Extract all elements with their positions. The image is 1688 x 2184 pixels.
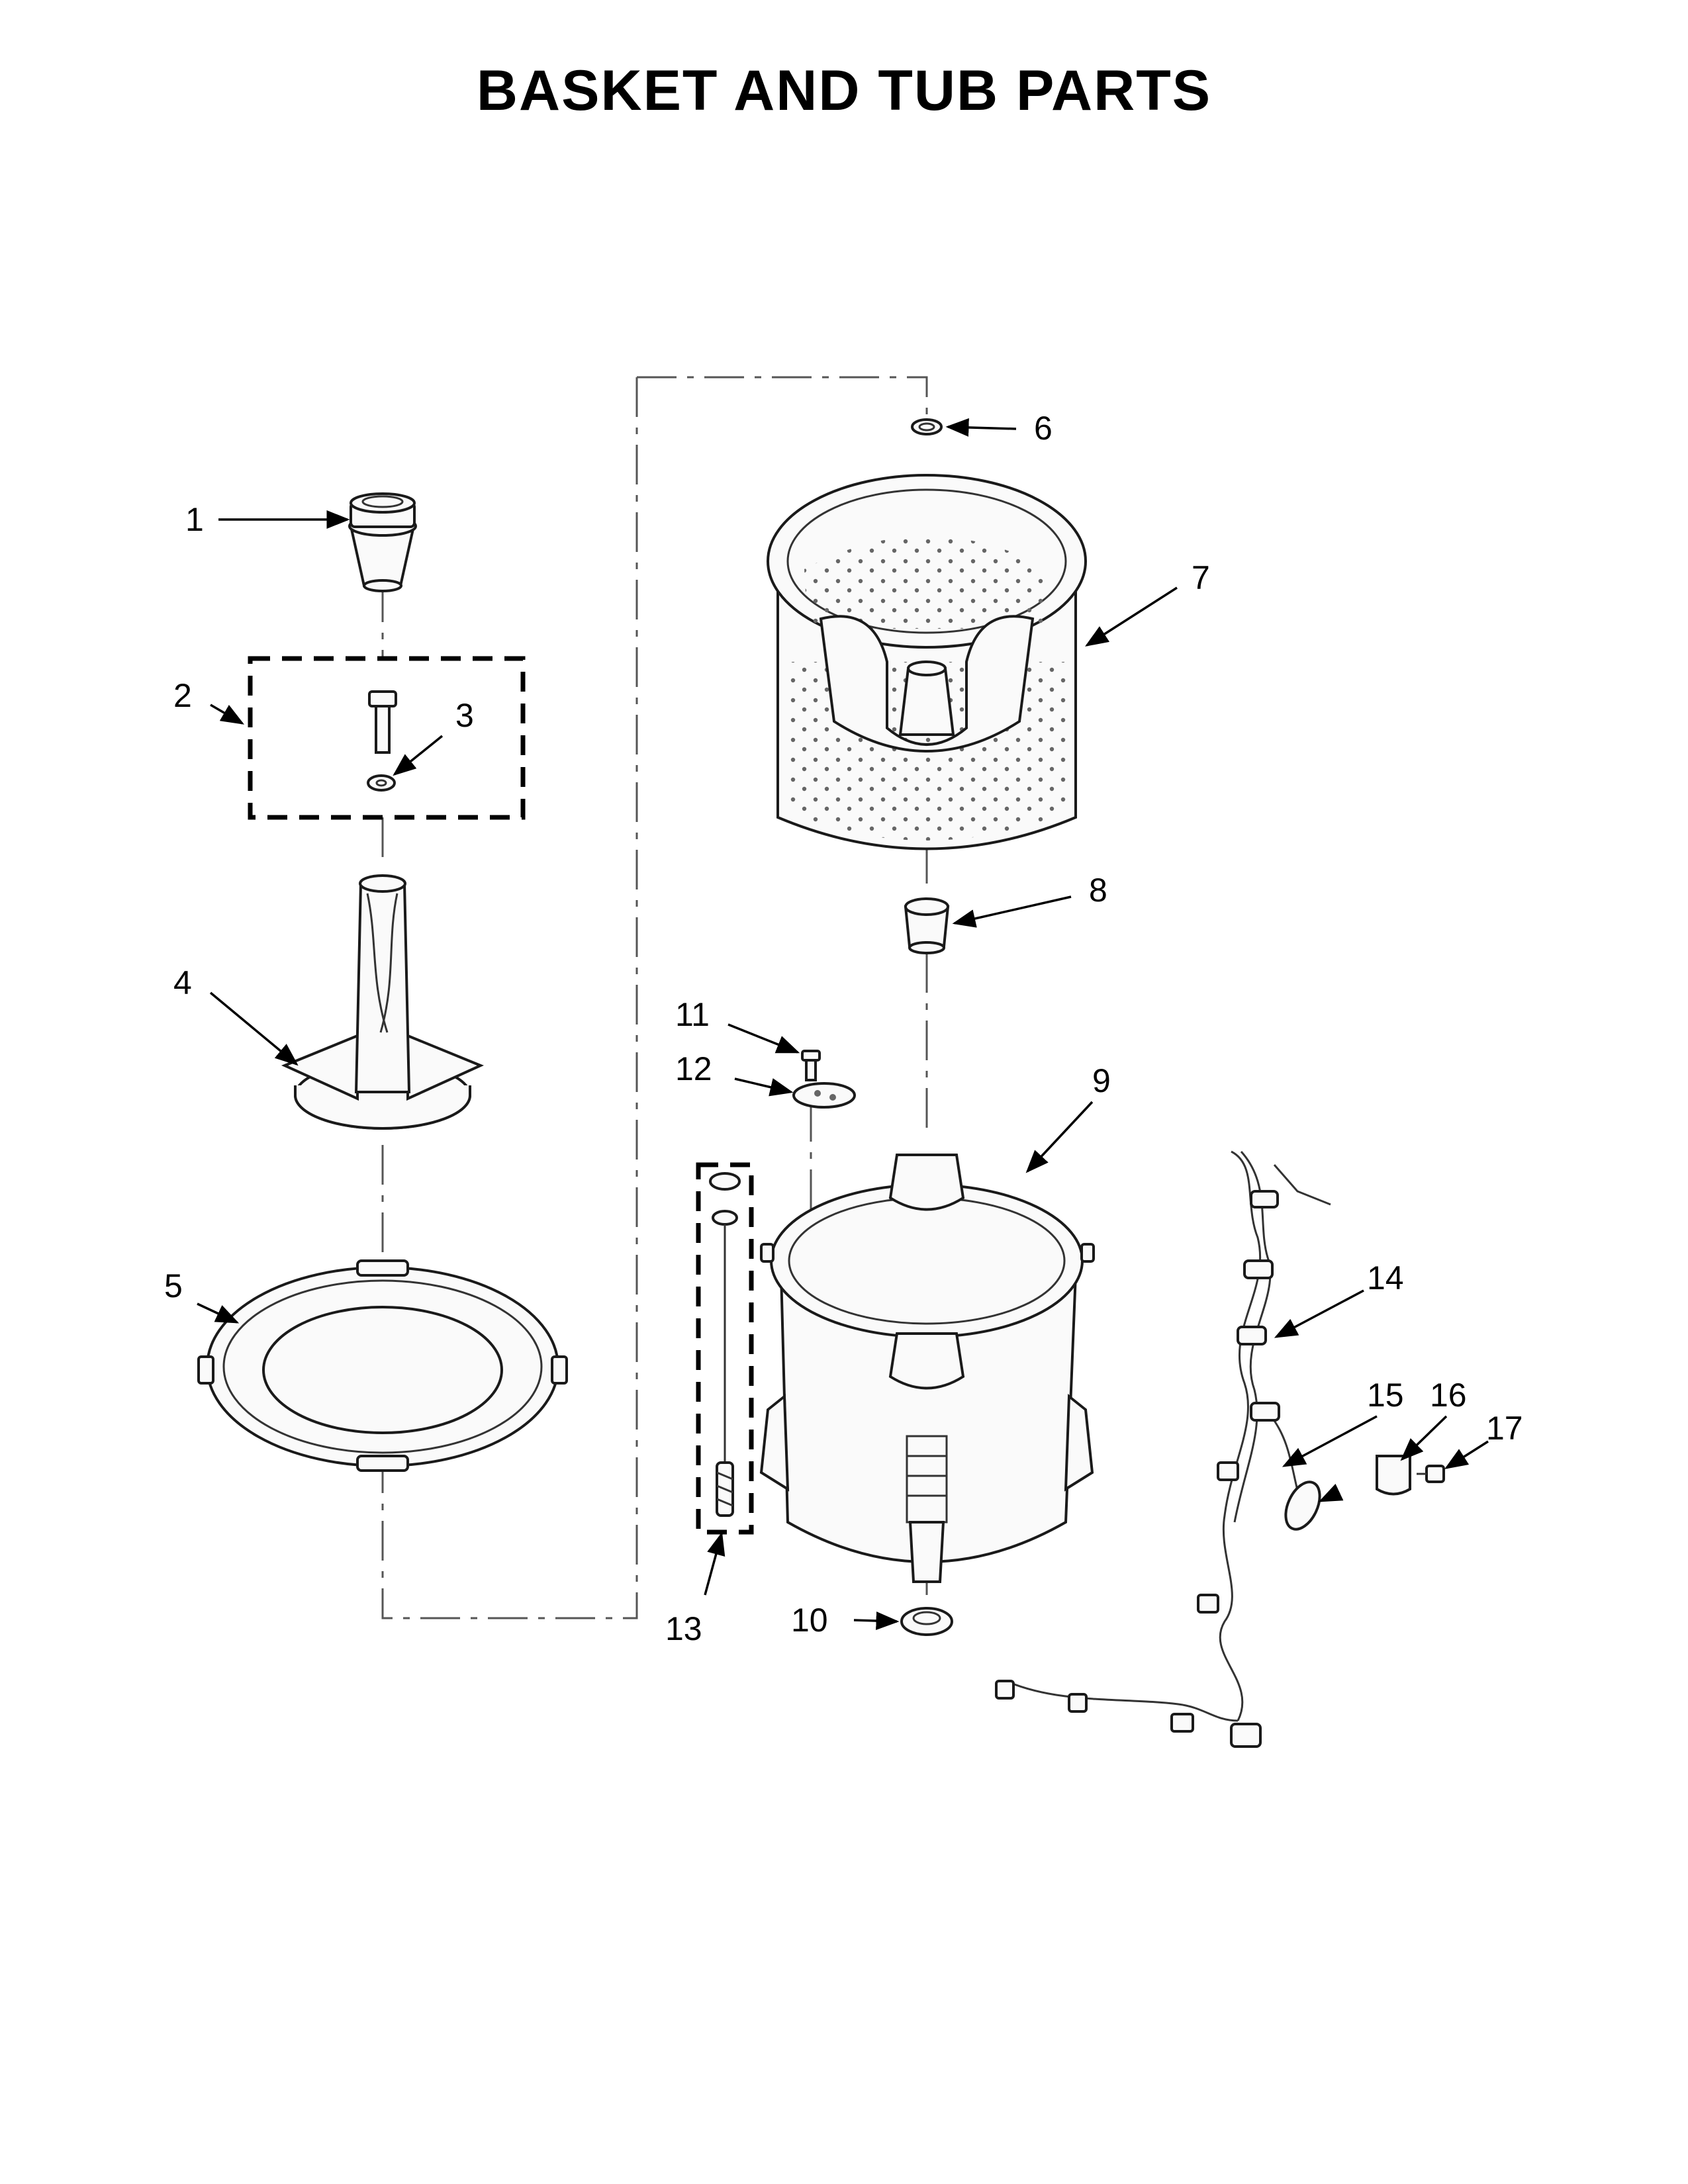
wire-harness-part	[995, 1150, 1331, 1748]
callout-5: 5	[164, 1267, 183, 1304]
bolt-and-washer-part	[367, 690, 397, 792]
callout-12: 12	[675, 1050, 712, 1087]
callout-7: 7	[1192, 559, 1210, 596]
callout-2: 2	[173, 677, 192, 714]
callout-15: 15	[1367, 1377, 1404, 1414]
outer-tub-part	[759, 1154, 1095, 1583]
callout-4: 4	[173, 964, 192, 1001]
callout-9: 9	[1092, 1062, 1111, 1099]
callout-11: 11	[675, 996, 710, 1033]
suspension-rod-part	[709, 1172, 741, 1517]
screw-and-plate-part	[792, 1050, 856, 1109]
page-title: BASKET AND TUB PARTS	[476, 59, 1212, 122]
harness-clamp-part	[1376, 1455, 1411, 1496]
callout-13: 13	[665, 1610, 702, 1647]
agitator-cap-part	[348, 492, 417, 592]
leader-lines	[197, 418, 1489, 1631]
callout-3: 3	[455, 697, 474, 734]
callout-10: 10	[791, 1602, 828, 1639]
callout-17: 17	[1486, 1410, 1523, 1447]
callout-8: 8	[1089, 872, 1107, 909]
kit-box-2	[248, 656, 526, 820]
callout-6: 6	[1034, 410, 1053, 447]
balance-ring-part	[197, 1259, 568, 1472]
callout-1: 1	[185, 501, 204, 538]
basket-drive-part	[904, 897, 950, 954]
wire-clip-part	[1284, 1480, 1321, 1531]
callout-16: 16	[1430, 1377, 1467, 1414]
clamp-screw-part	[1417, 1465, 1445, 1483]
callout-labels: 1 2 3 4 5 6 7 8 9 10 11 12 13 14 15 16 1…	[164, 410, 1523, 1647]
wash-basket-part	[767, 474, 1087, 850]
agitator-part	[281, 874, 485, 1130]
callout-14: 14	[1367, 1259, 1404, 1297]
tub-seal-part	[900, 1607, 953, 1636]
hub-seal-part	[911, 418, 943, 435]
